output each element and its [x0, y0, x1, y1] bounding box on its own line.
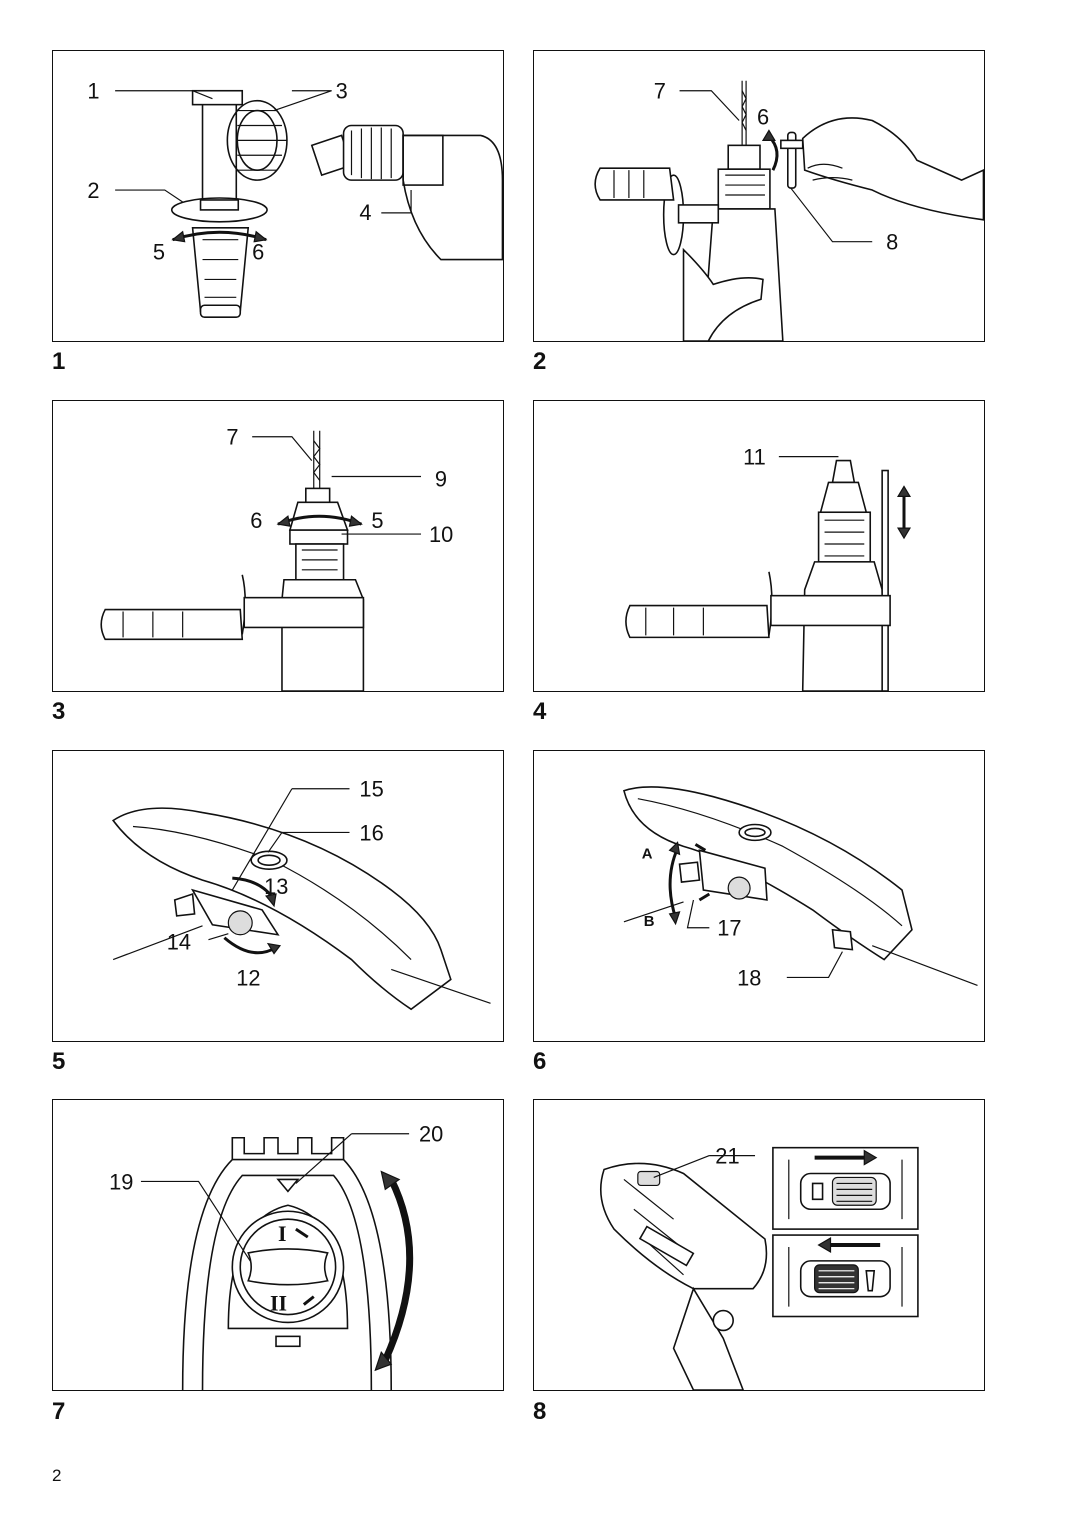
callout-1: 1 [87, 79, 99, 104]
figure-number-6: 6 [533, 1048, 547, 1075]
callout-16: 16 [359, 820, 383, 845]
figure-number-3: 3 [52, 698, 66, 725]
page-number: 2 [52, 1466, 62, 1485]
callout-2: 2 [87, 178, 99, 203]
keyless-chuck-illustration: 7 9 6 5 10 [100, 425, 453, 691]
mark-i: I [278, 1222, 287, 1246]
callout-10: 10 [429, 522, 453, 547]
figure-5-panel: 15 16 13 14 12 [52, 750, 504, 1042]
callout-11: 11 [743, 445, 766, 470]
label-a: A [642, 846, 653, 862]
figure-number-8: 8 [533, 1398, 547, 1425]
figure-number-1: 1 [52, 348, 66, 375]
chuck-key-tightening-illustration: 7 6 8 [594, 79, 984, 341]
callout-6: 6 [252, 240, 264, 265]
figure-8-panel: 21 [533, 1099, 985, 1391]
speed-dial-switch-illustration: 15 16 13 14 12 [111, 777, 491, 1011]
callout-20: 20 [419, 1122, 443, 1147]
side-handle-assembly-illustration: 1 3 2 4 5 6 [87, 79, 503, 318]
callout-14: 14 [167, 930, 191, 955]
callout-3: 3 [336, 79, 348, 104]
figure-6-panel: A B 17 18 [533, 750, 985, 1042]
callout-17: 17 [717, 916, 741, 941]
callout-13: 13 [264, 874, 288, 899]
label-b: B [644, 914, 655, 930]
callout-7: 7 [226, 425, 238, 450]
callout-19: 19 [109, 1169, 133, 1194]
mark-ii: II [270, 1292, 287, 1316]
figure-1-panel: 1 3 2 4 5 6 [52, 50, 504, 342]
callout-18: 18 [737, 965, 761, 990]
callout-4: 4 [359, 200, 371, 225]
figure-number-5: 5 [52, 1048, 66, 1075]
callout-12: 12 [236, 965, 260, 990]
figure-2-panel: 7 6 8 [533, 50, 985, 342]
callout-8: 8 [886, 230, 898, 255]
lock-button-illustration: A B 17 18 [622, 786, 978, 990]
mechanical-speed-change-illustration: I II 20 19 [109, 1122, 443, 1390]
callout-15: 15 [359, 777, 383, 802]
figure-3-panel: 7 9 6 5 10 [52, 400, 504, 692]
figure-4-panel: 11 [533, 400, 985, 692]
callout-9: 9 [435, 466, 447, 491]
figure-number-7: 7 [52, 1398, 66, 1425]
figure-number-4: 4 [533, 698, 547, 725]
callout-5: 5 [371, 508, 383, 533]
callout-6: 6 [250, 508, 262, 533]
callout-6: 6 [757, 104, 769, 129]
depth-gauge-illustration: 11 [625, 445, 912, 691]
callout-7: 7 [654, 79, 666, 104]
figure-7-panel: I II 20 19 [52, 1099, 504, 1391]
reversing-switch-illustration: 21 [599, 1144, 919, 1390]
callout-5: 5 [153, 240, 165, 265]
callout-21: 21 [715, 1144, 739, 1169]
figure-number-2: 2 [533, 348, 547, 375]
